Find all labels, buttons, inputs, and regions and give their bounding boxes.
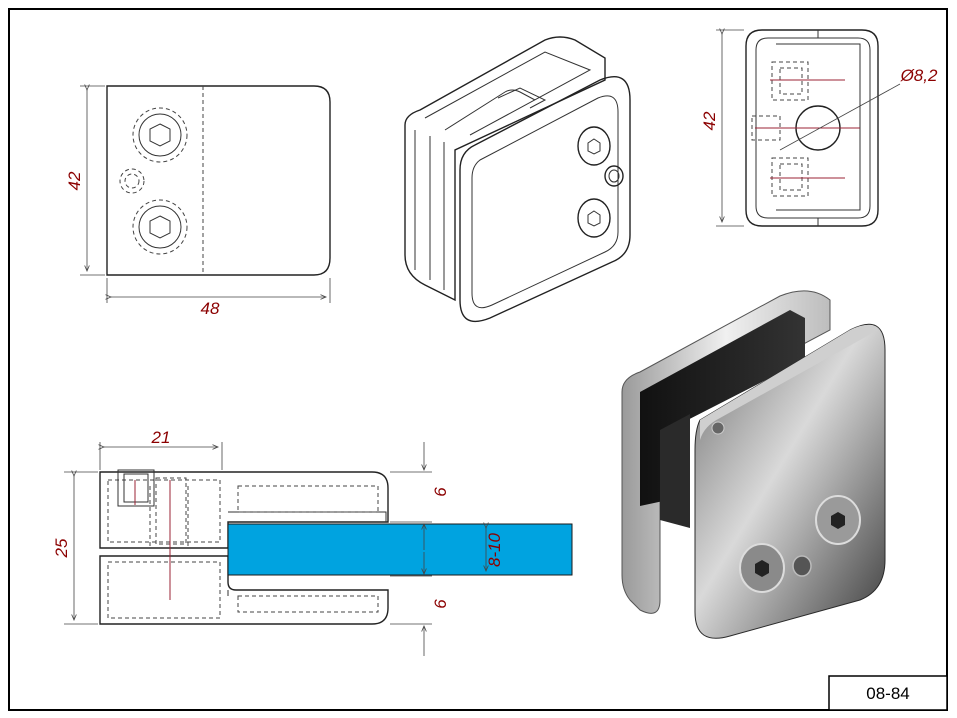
- glass-panel: [227, 523, 573, 576]
- front-view: 42 48: [65, 86, 331, 318]
- top-view: Ø8,2 42: [700, 30, 938, 227]
- top-height-label: 42: [700, 111, 719, 130]
- front-width-label: 48: [201, 299, 220, 318]
- isometric-line-view: [404, 36, 631, 323]
- drawing-code: 08-84: [866, 684, 909, 703]
- hole-diameter-label: Ø8,2: [900, 66, 938, 85]
- section-width-label: 21: [151, 428, 171, 447]
- title-block: [828, 675, 948, 711]
- sheet-border: [8, 8, 948, 711]
- product-render: [621, 290, 886, 639]
- section-height-label: 25: [52, 538, 71, 558]
- clamp-bottom-label: 6: [431, 599, 450, 609]
- clamp-top-label: 6: [431, 487, 450, 497]
- section-view: 21 25 6 6 8-10: [52, 428, 573, 656]
- front-height-label: 42: [65, 171, 84, 190]
- glass-thickness-label: 8-10: [485, 532, 504, 567]
